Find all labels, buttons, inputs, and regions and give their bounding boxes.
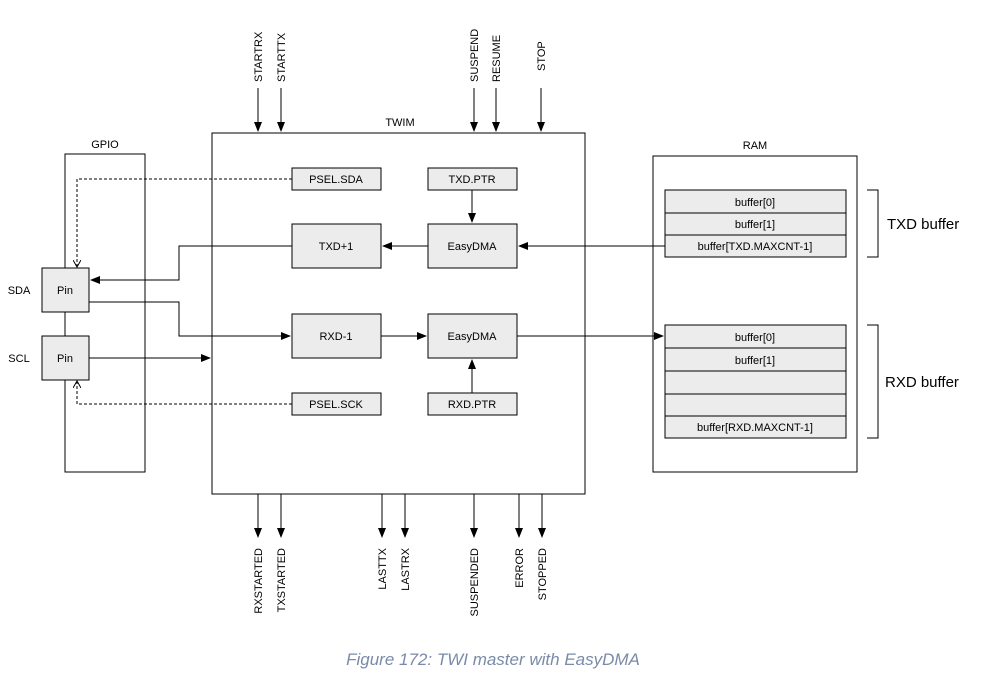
- twim-diagram: STARTRX STARTTX SUSPEND RESUME STOP RXST…: [8, 29, 960, 617]
- gpio-label: GPIO: [91, 139, 119, 151]
- sda-pin: [41, 267, 90, 313]
- event-label-lastrx: LASTRX: [400, 547, 412, 590]
- event-label-txstarted: TXSTARTED: [276, 548, 288, 612]
- txd-buffer-bracket: [867, 189, 879, 258]
- rx-easydma-label: EasyDMA: [448, 331, 498, 343]
- event-label-suspended: SUSPENDED: [469, 548, 481, 617]
- txd-buffer-cell: [664, 234, 847, 258]
- task-label-startrx: STARTRX: [253, 31, 265, 82]
- rx-easydma-box: [427, 313, 518, 359]
- rxd-buffer: buffer[0] buffer[1] buffer[RXD.MAXCNT-1]: [664, 324, 847, 439]
- rxd-ptr-label: RXD.PTR: [448, 399, 496, 411]
- rxd-buffer-cell: [664, 415, 847, 439]
- rxd-minus-label: RXD-1: [319, 331, 352, 343]
- twim-block: [211, 132, 586, 495]
- event-label-lasttx: LASTTX: [377, 547, 389, 589]
- psel-sda-dashed-arrow: [77, 178, 292, 267]
- figure-caption: Figure 172: TWI master with EasyDMA: [346, 650, 640, 669]
- rxd-buffer-cell-label: buffer[RXD.MAXCNT-1]: [697, 422, 813, 434]
- task-label-stop: STOP: [536, 41, 548, 71]
- txd-ptr-label: TXD.PTR: [448, 174, 495, 186]
- txd-buffer-cell-label: buffer[1]: [735, 219, 775, 231]
- gpio-block: [64, 153, 146, 473]
- psel-sck-label: PSEL.SCK: [309, 399, 363, 411]
- scl-pin-label: Pin: [57, 353, 73, 365]
- rxd-buffer-cell-label: buffer[0]: [735, 332, 775, 344]
- txd-buffer-cell-label: buffer[0]: [735, 197, 775, 209]
- tx-easydma-box: [427, 223, 518, 269]
- rxd-buffer-cell: [664, 393, 847, 417]
- task-signals: STARTRX STARTTX SUSPEND RESUME STOP: [253, 29, 548, 132]
- sda-to-rxd-arrow: [89, 301, 291, 340]
- sda-pin-label: Pin: [57, 285, 73, 297]
- tx-easydma-label: EasyDMA: [448, 241, 498, 253]
- rxd-buffer-label: RXD buffer: [885, 374, 959, 391]
- scl-label: SCL: [8, 353, 29, 365]
- psel-sda-label: PSEL.SDA: [309, 174, 363, 186]
- txd-plus-box: [291, 223, 382, 269]
- event-label-stopped: STOPPED: [537, 548, 549, 600]
- rxd-buffer-bracket: [867, 324, 879, 439]
- task-label-suspend: SUSPEND: [469, 29, 481, 82]
- sda-label: SDA: [8, 285, 31, 297]
- task-label-starttx: STARTTX: [276, 32, 288, 82]
- event-signals: RXSTARTED TXSTARTED LASTTX LASTRX SUSPEN…: [253, 494, 549, 616]
- rxd-buffer-cell: [664, 370, 847, 395]
- psel-sck-dashed-arrow: [77, 381, 292, 405]
- rxd-buffer-cell-label: buffer[1]: [735, 355, 775, 367]
- scl-pin: [41, 335, 90, 381]
- txd-buffer-cell-label: buffer[TXD.MAXCNT-1]: [698, 241, 813, 253]
- txd-buffer-label: TXD buffer: [887, 216, 959, 233]
- event-label-rxstarted: RXSTARTED: [253, 548, 265, 614]
- txd-buffer: buffer[0] buffer[1] buffer[TXD.MAXCNT-1]: [664, 189, 847, 258]
- txd-to-sda-arrow: [90, 245, 292, 284]
- ram-label: RAM: [743, 140, 767, 152]
- txd-plus-label: TXD+1: [319, 241, 354, 253]
- task-label-resume: RESUME: [491, 35, 503, 82]
- event-label-error: ERROR: [514, 548, 526, 588]
- twim-label: TWIM: [385, 117, 414, 129]
